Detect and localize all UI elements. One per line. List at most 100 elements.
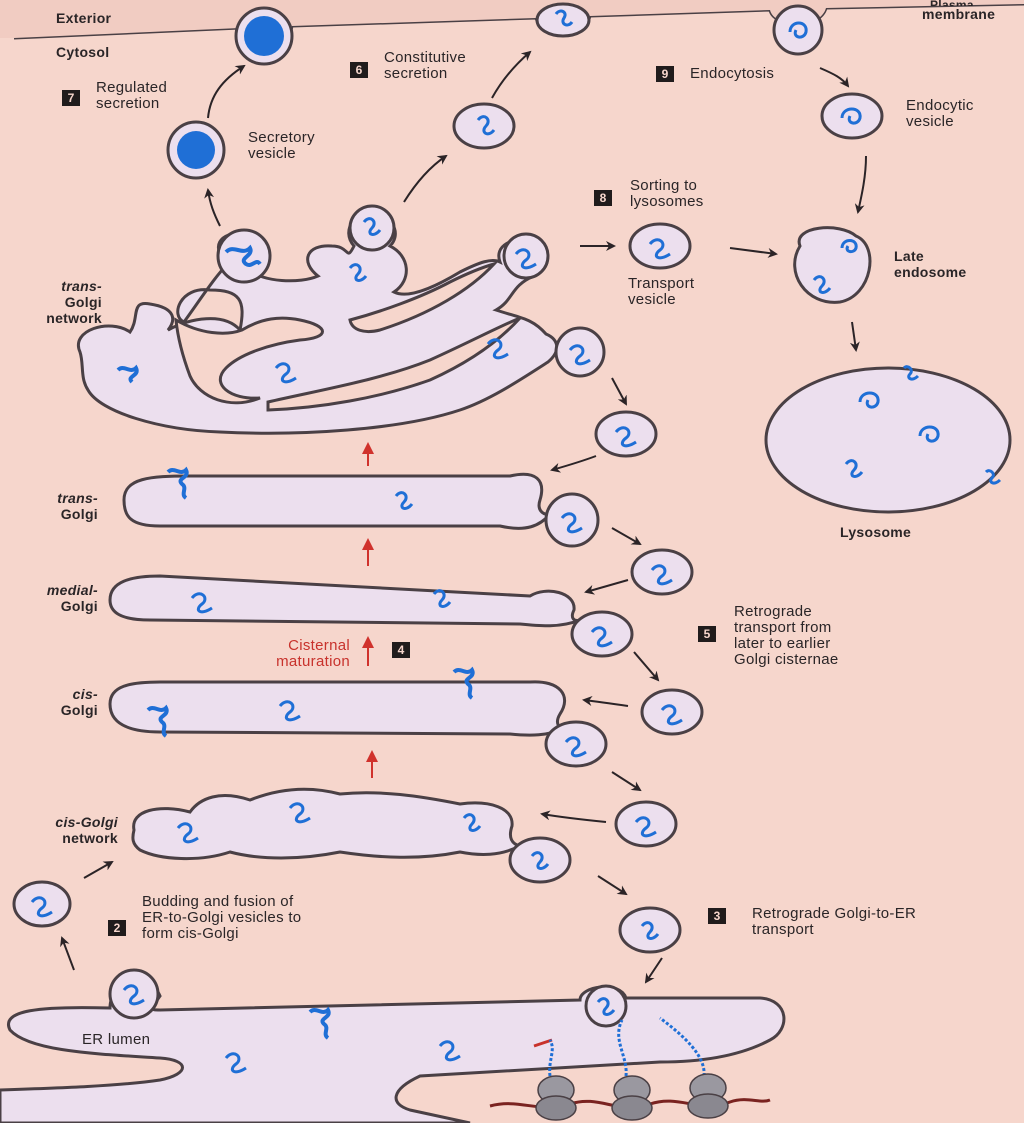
label-plasma-membrane: membrane [922, 6, 996, 22]
protein-icon [812, 275, 832, 294]
exterior-region [0, 0, 1024, 45]
protein-icon [660, 704, 683, 726]
protein-icon [590, 626, 613, 648]
tgn-gap [348, 261, 499, 334]
retrograde-vesicle [614, 800, 678, 848]
protein-icon [984, 469, 1002, 485]
step-badge-6: 6 [350, 62, 368, 78]
budding-er-vesicle [108, 968, 160, 1020]
label-cis-golgi: cis-Golgi [60, 686, 98, 718]
step-badge-8: 8 [594, 190, 612, 206]
nascent-chain [659, 1016, 706, 1077]
protein-icon [190, 592, 213, 614]
step-badge-4: 4 [392, 642, 410, 658]
transport-vesicle [628, 222, 692, 270]
ribosome [611, 1075, 653, 1121]
protein-icon [840, 239, 858, 254]
aggregated-protein [224, 244, 262, 267]
membrane-protein [146, 704, 169, 738]
protein-icon [30, 896, 53, 918]
nascent-chain [548, 1039, 554, 1077]
protein-icon [840, 107, 862, 125]
retrograde-vesicle [594, 410, 658, 458]
membrane-protein [166, 466, 189, 500]
protein-icon [788, 21, 808, 39]
step-badge-5: 5 [698, 626, 716, 642]
ribosome [535, 1075, 577, 1121]
membrane-protein [308, 1006, 331, 1040]
late-endosome [793, 226, 872, 304]
secretory-granule [244, 16, 284, 56]
retrograde-vesicle [554, 326, 606, 378]
protein-icon [288, 802, 311, 824]
protein-icon [224, 1052, 247, 1074]
protein-icon [530, 851, 550, 870]
label-endocytosis: Endocytosis [690, 65, 775, 82]
retrograde-vesicle [630, 548, 694, 596]
label-er-lumen: ER lumen [82, 1031, 151, 1048]
protein-icon [648, 238, 671, 260]
protein-icon [844, 459, 864, 478]
retrograde-vesicle [544, 720, 608, 768]
protein-icon [560, 512, 583, 534]
budding-secretory-vesicle [216, 228, 272, 284]
protein-icon [274, 362, 297, 384]
protein-icon [568, 344, 591, 366]
retrograde-vesicle [640, 688, 704, 736]
protein-icon [438, 1040, 461, 1062]
protein-icon [432, 589, 452, 608]
trans-golgi-cisterna [122, 472, 552, 530]
endocytic-vesicle [820, 92, 884, 140]
protein-icon [394, 491, 414, 510]
protein-icon [614, 426, 637, 448]
budding-lysosomal-vesicle [502, 232, 550, 280]
label-plasma-membrane-top: Plasma [930, 0, 974, 6]
protein-icon [858, 391, 880, 409]
membrane-protein [452, 666, 475, 700]
secretory-granule [177, 131, 215, 169]
lysosome [764, 366, 1012, 514]
protein-icon [362, 217, 382, 236]
label-medial-golgi: medial-Golgi [46, 582, 98, 614]
protein-icon [278, 700, 301, 722]
membrane-protein [116, 364, 139, 384]
cis-golgi-network [131, 787, 525, 860]
nascent-chain [617, 1019, 628, 1077]
label-trans-golgi: trans-Golgi [57, 490, 98, 522]
step-badge-7: 7 [62, 90, 80, 106]
protein-icon [634, 816, 657, 838]
protein-icon [650, 564, 673, 586]
protein-icon [476, 115, 496, 136]
retrograde-vesicle [544, 492, 600, 548]
label-exterior: Exterior [56, 10, 112, 26]
protein-icon [902, 365, 920, 381]
tgn-gap [266, 316, 522, 412]
protein-icon [918, 425, 940, 443]
protein-icon [640, 921, 660, 940]
protein-icon [348, 263, 368, 282]
tgn-gap [174, 316, 324, 405]
retrograde-vesicle [570, 610, 634, 658]
endocytic-pit [772, 4, 824, 56]
step-badge-9: 9 [656, 66, 674, 82]
medial-golgi-cisterna [108, 574, 581, 628]
pathway-arrows [60, 50, 867, 984]
protein-icon [462, 813, 482, 832]
protein-icon [596, 997, 616, 1016]
protein-icon [176, 822, 199, 844]
step-badge-3: 3 [708, 908, 726, 924]
protein-icon [554, 9, 574, 27]
